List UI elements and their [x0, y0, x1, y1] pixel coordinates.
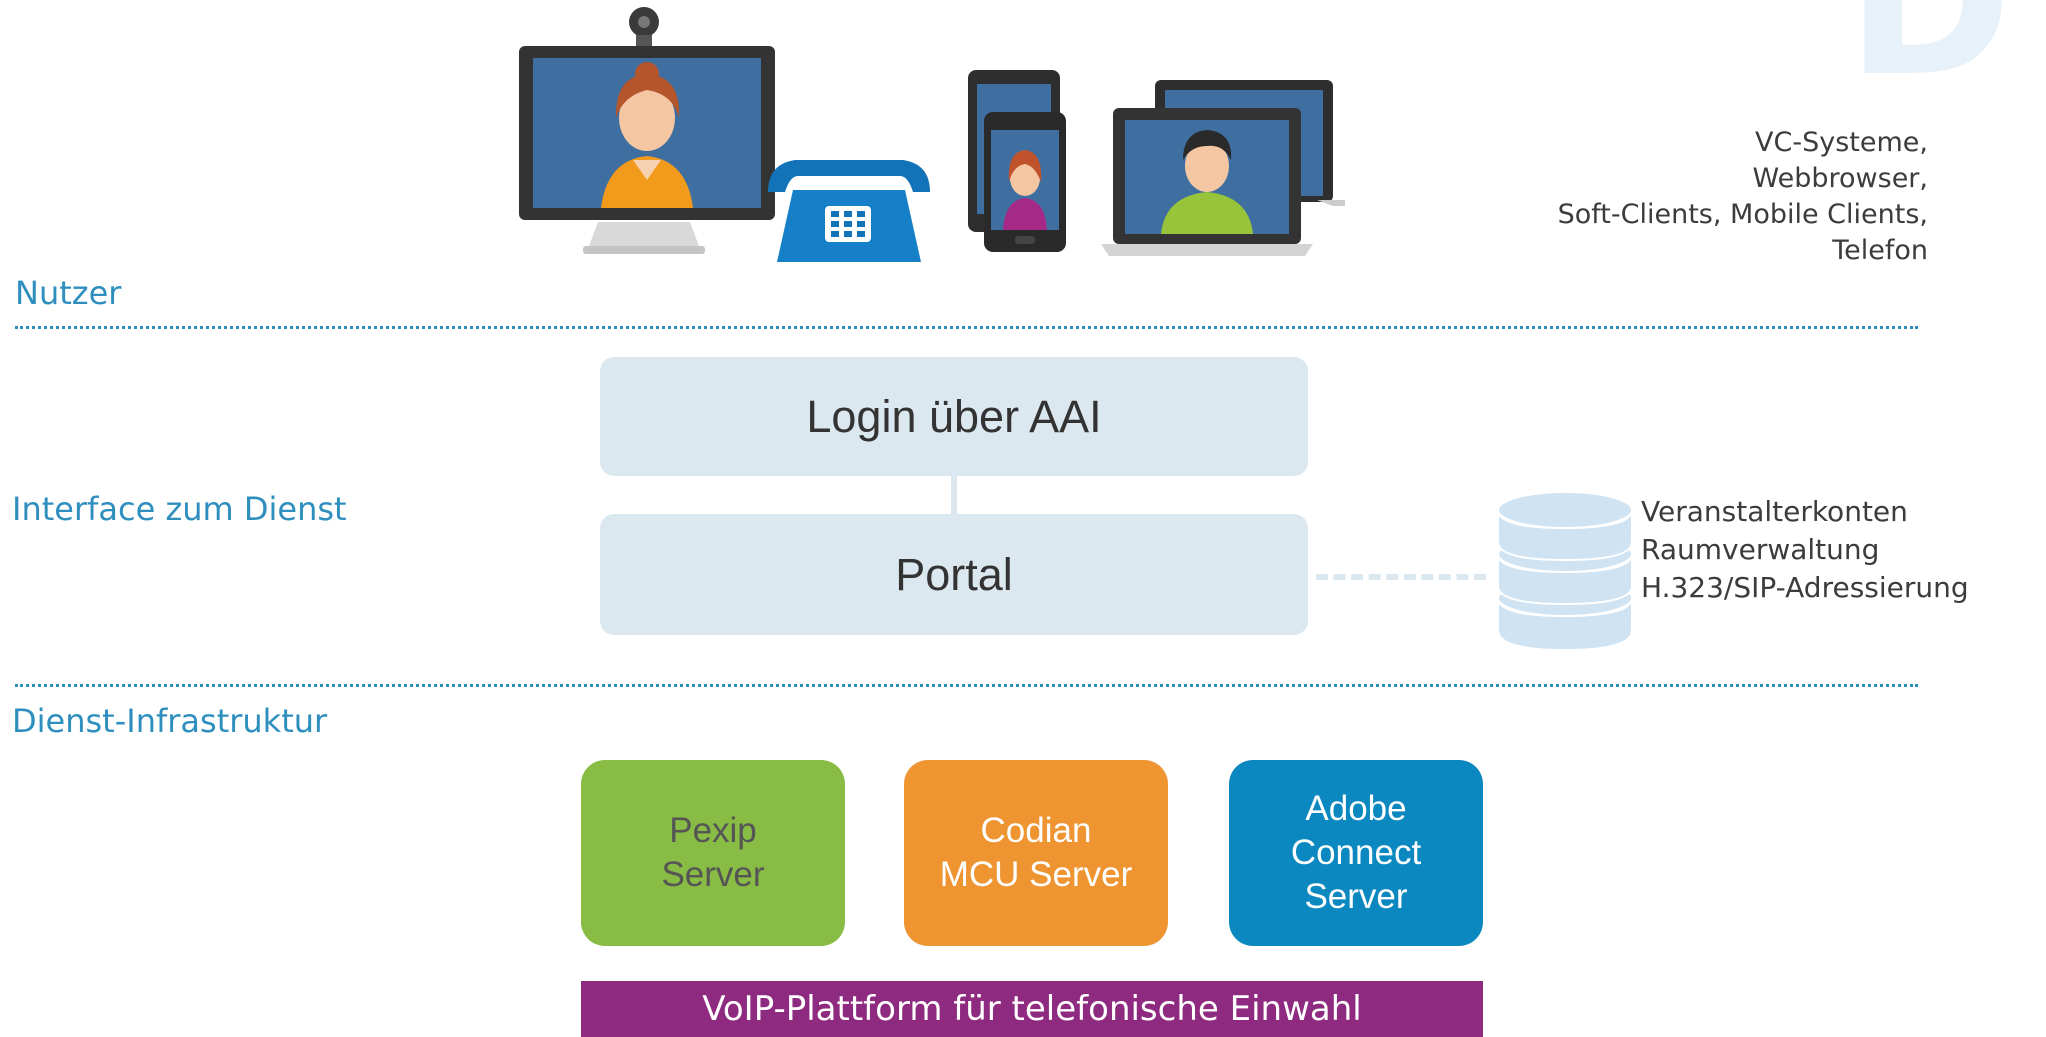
caption-line: VC-Systeme, [1755, 127, 1928, 158]
database-line: Veranstalterkonten [1641, 495, 1908, 528]
portal-label: Portal [895, 548, 1013, 600]
server-line: MCU Server [939, 855, 1133, 894]
database-caption: Veranstalterkonten Raumverwaltung H.323/… [1641, 493, 1969, 607]
login-label: Login über AAI [806, 390, 1102, 442]
database-line: Raumverwaltung [1641, 533, 1880, 566]
caption-line: Soft-Clients, Mobile Clients, [1557, 199, 1928, 230]
divider-nutzer [15, 326, 1918, 329]
corner-watermark: D [1846, 0, 2013, 121]
server-line: Pexip [669, 811, 757, 850]
login-box: Login über AAI [600, 357, 1308, 476]
laptop-icon [1101, 80, 1345, 256]
server-line: Connect [1290, 833, 1422, 872]
vc-system-icon [519, 7, 775, 254]
devices-illustration [519, 7, 1345, 262]
server-adobe-connect: Adobe Connect Server [1229, 760, 1483, 946]
server-codian: Codian MCU Server [904, 760, 1168, 946]
server-line: Codian [980, 811, 1092, 850]
voip-platform-bar: VoIP-Plattform für telefonische Einwahl [581, 981, 1483, 1037]
server-pexip: Pexip Server [581, 760, 845, 946]
layer-label-nutzer: Nutzer [15, 274, 122, 312]
smartphone-icon [984, 112, 1066, 252]
layer-label-infrastruktur: Dienst-Infrastruktur [12, 702, 328, 740]
devices-caption: VC-Systeme, Webbrowser, Soft-Clients, Mo… [1558, 125, 1928, 269]
layer-label-interface: Interface zum Dienst [12, 490, 347, 528]
login-portal-connector [951, 476, 957, 514]
database-icon [1497, 491, 1633, 652]
server-line: Adobe [1305, 789, 1407, 828]
caption-line: Telefon [1832, 235, 1928, 266]
portal-box: Portal [600, 514, 1308, 635]
portal-database-connector [1316, 574, 1486, 580]
server-line: Server [661, 855, 765, 894]
database-line: H.323/SIP-Adressierung [1641, 571, 1969, 604]
divider-interface [15, 684, 1918, 687]
caption-line: Webbrowser, [1752, 163, 1928, 194]
server-line: Server [1304, 877, 1408, 916]
voip-label: VoIP-Plattform für telefonische Einwahl [702, 989, 1362, 1029]
desk-phone-icon [768, 160, 930, 262]
